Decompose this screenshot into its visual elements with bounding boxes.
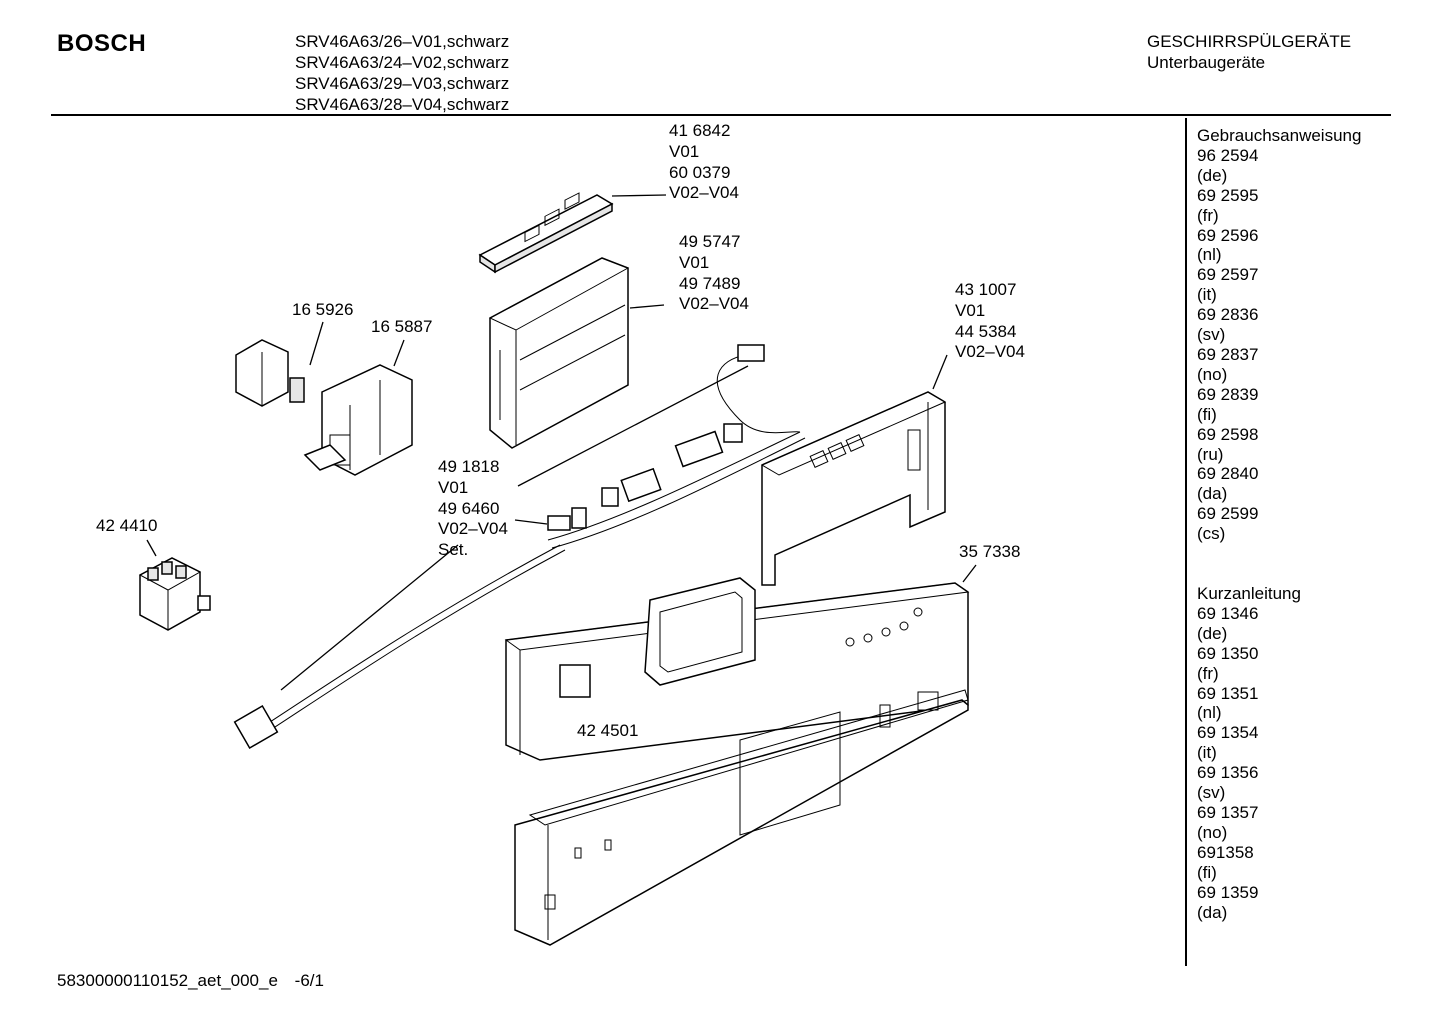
- doc-entry: 69 2598: [1197, 424, 1259, 444]
- doc-entry: (fr): [1197, 663, 1219, 683]
- footer: 58300000110152_aet_000_e -6/1: [57, 971, 324, 991]
- callout-line: 49 7489: [679, 273, 741, 293]
- part-control-module: [488, 257, 630, 449]
- callout-165926: 16 5926: [292, 300, 354, 319]
- part-control-panel-frame: [760, 391, 947, 586]
- doc-entry: (nl): [1197, 703, 1222, 723]
- page-number: -6/1: [294, 971, 324, 990]
- callout-line: 43 1007: [955, 280, 1017, 299]
- doc-entry: 69 2839: [1197, 384, 1259, 404]
- doc-entry: 69 2836: [1197, 305, 1259, 325]
- doc-entry: 69 1346: [1197, 603, 1259, 623]
- callout-line: V01: [679, 252, 710, 272]
- part-inner-panel: [514, 689, 969, 946]
- doc-entry: 69 1354: [1197, 723, 1259, 743]
- callout-line: Set.: [438, 540, 469, 560]
- doc-entry: 96 2594: [1197, 145, 1259, 165]
- callout-line: V02–V04: [669, 183, 739, 203]
- documentation-sidebar: Gebrauchsanweisung 96 2594(de)69 2595(fr…: [1197, 126, 1361, 922]
- callout-line: V02–V04: [438, 519, 508, 539]
- callout-491818: 49 1818 V01 49 6460 V02–V04 Set.: [438, 457, 508, 561]
- callout-line: V02–V04: [955, 342, 1025, 362]
- doc-entry: 69 2840: [1197, 464, 1259, 484]
- doc-entry: 69 2596: [1197, 225, 1259, 245]
- callout-357338: 35 7338: [959, 542, 1021, 561]
- doc-entry: 69 2595: [1197, 185, 1259, 205]
- doc-entry: (it): [1197, 285, 1217, 305]
- doc-entry: (de): [1197, 165, 1228, 185]
- doc-entry: (sv): [1197, 783, 1226, 803]
- sidebar-divider: [1185, 118, 1187, 966]
- callout-495747: 49 5747 V01 49 7489 V02–V04: [679, 232, 749, 315]
- category-title: GESCHIRRSPÜLGERÄTE: [1147, 32, 1352, 51]
- callout-line: 49 5747: [679, 232, 741, 251]
- model-line: SRV46A63/29–V03,schwarz: [295, 74, 510, 93]
- short-guide-title: Kurzanleitung: [1197, 584, 1301, 604]
- doc-entry: (da): [1197, 484, 1228, 504]
- doc-entry: (ru): [1197, 444, 1224, 464]
- part-relay: [138, 557, 211, 631]
- sidebar-gap: [1197, 544, 1361, 584]
- model-list: SRV46A63/26–V01,schwarz SRV46A63/24–V02,…: [295, 31, 509, 115]
- callout-line: 44 5384: [955, 321, 1017, 341]
- part-switch-bar: [478, 192, 614, 274]
- callout-line: 41 6842: [669, 121, 731, 140]
- doc-entry: 691358: [1197, 842, 1254, 862]
- doc-entry: (cs): [1197, 524, 1226, 544]
- manual-list: 96 2594(de)69 2595(fr)69 2596(nl)69 2597…: [1197, 146, 1361, 544]
- doc-entry: (de): [1197, 623, 1228, 643]
- header-divider: [51, 114, 1391, 116]
- doc-entry: 69 2599: [1197, 504, 1259, 524]
- doc-entry: (no): [1197, 822, 1228, 842]
- doc-entry: (fr): [1197, 205, 1219, 225]
- doc-entry: (it): [1197, 743, 1217, 763]
- doc-entry: 69 1351: [1197, 683, 1259, 703]
- callout-line: 49 1818: [438, 457, 500, 476]
- callout-424410: 42 4410: [96, 516, 158, 535]
- doc-entry: 69 2837: [1197, 344, 1259, 364]
- callout-line: V01: [955, 300, 986, 320]
- callout-424501: 42 4501: [577, 721, 639, 740]
- doc-entry: (no): [1197, 364, 1228, 384]
- doc-entry: 69 2597: [1197, 265, 1259, 285]
- category-subtitle: Unterbaugeräte: [1147, 53, 1266, 72]
- model-line: SRV46A63/26–V01,schwarz: [295, 32, 510, 51]
- model-line: SRV46A63/24–V02,schwarz: [295, 53, 510, 72]
- brand-logo: BOSCH: [57, 30, 147, 57]
- callout-line: 60 0379: [669, 162, 731, 182]
- category-block: GESCHIRRSPÜLGERÄTE Unterbaugeräte: [1147, 31, 1351, 73]
- part-wiring-harness: [233, 344, 806, 750]
- callout-165887: 16 5887: [371, 317, 433, 336]
- doc-id: 58300000110152_aet_000_e: [57, 971, 278, 990]
- part-fascia-panel: [504, 577, 970, 761]
- doc-entry: (fi): [1197, 404, 1217, 424]
- short-guide-list: 69 1346(de)69 1350(fr)69 1351(nl)69 1354…: [1197, 604, 1361, 923]
- callout-line: V02–V04: [679, 294, 749, 314]
- doc-entry: (sv): [1197, 325, 1226, 345]
- model-line: SRV46A63/28–V04,schwarz: [295, 95, 510, 114]
- manual-title: Gebrauchsanweisung: [1197, 126, 1362, 145]
- callout-line: V01: [438, 477, 469, 497]
- callout-line: 49 6460: [438, 498, 500, 518]
- part-bracket-assembly: [303, 364, 413, 476]
- doc-entry: (da): [1197, 902, 1228, 922]
- part-cover: [235, 339, 305, 407]
- doc-entry: 69 1350: [1197, 643, 1259, 663]
- doc-entry: 69 1359: [1197, 882, 1259, 902]
- doc-entry: 69 1357: [1197, 803, 1259, 822]
- callout-416842: 41 6842 V01 60 0379 V02–V04: [669, 121, 739, 204]
- callout-line: V01: [669, 141, 700, 161]
- doc-entry: 69 1356: [1197, 763, 1259, 783]
- doc-entry: (nl): [1197, 245, 1222, 265]
- doc-entry: (fi): [1197, 862, 1217, 882]
- callout-431007: 43 1007 V01 44 5384 V02–V04: [955, 280, 1025, 363]
